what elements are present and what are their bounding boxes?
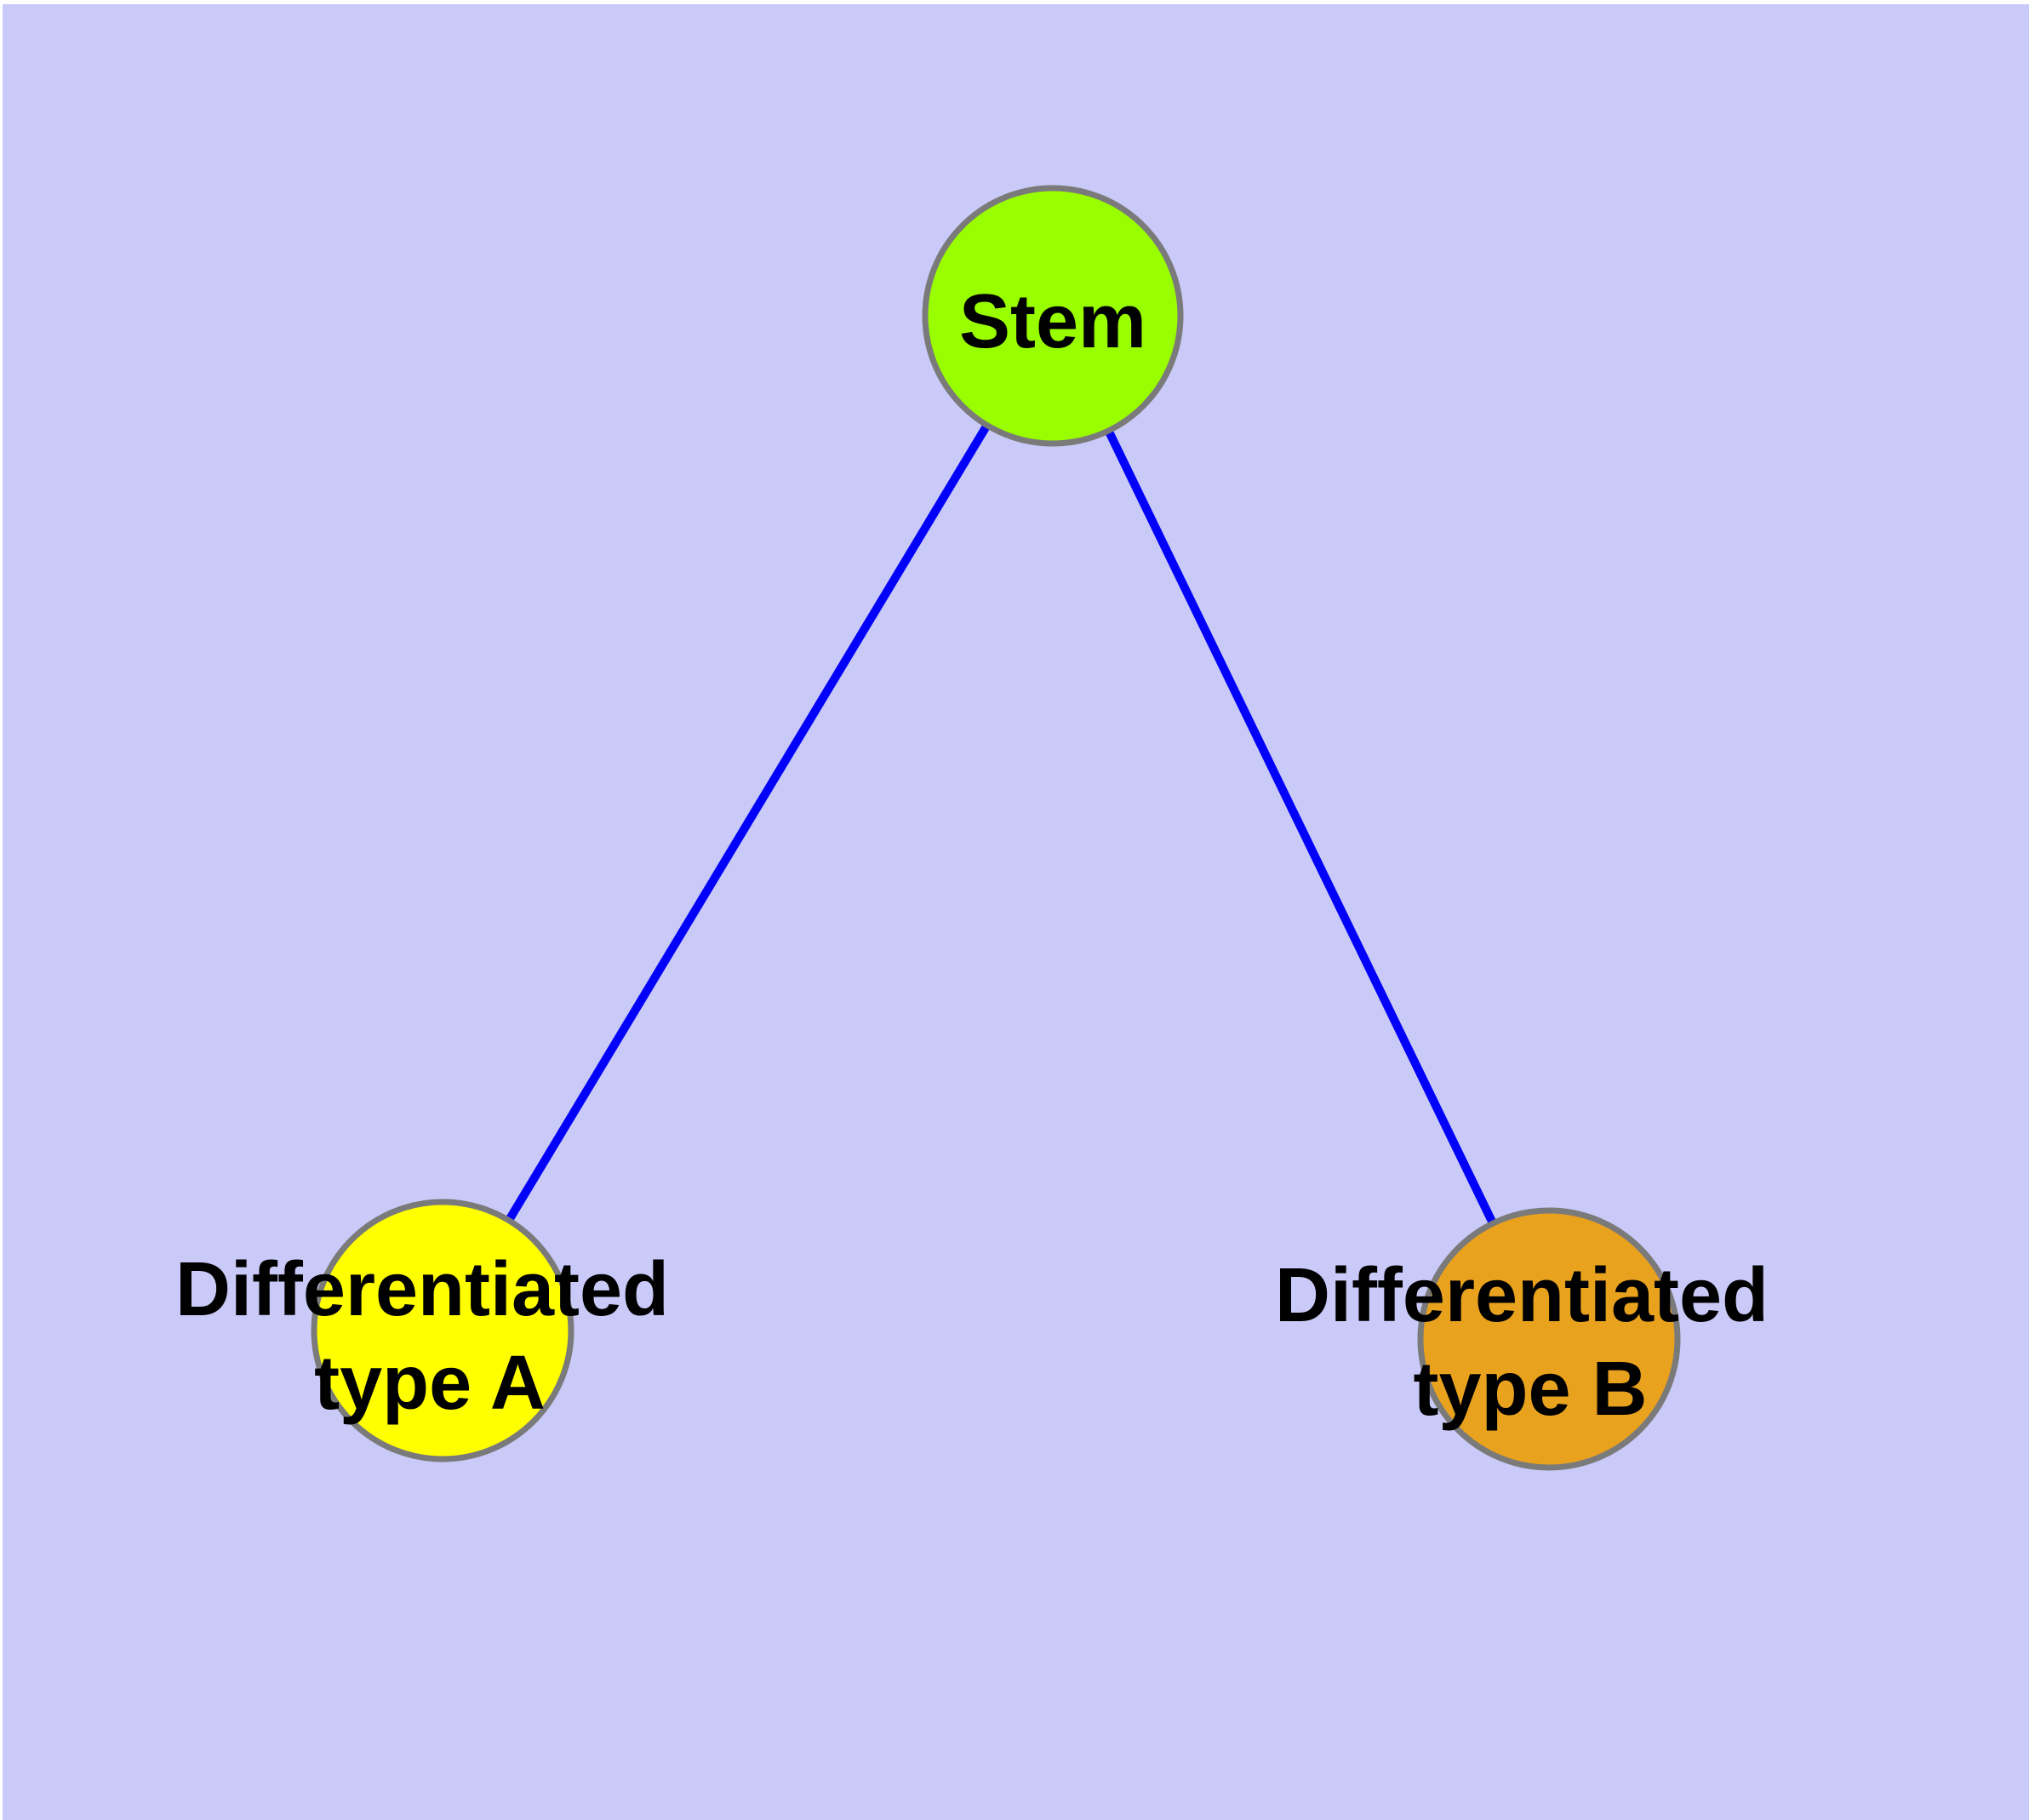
node-type-a-label-line1: Differentiated bbox=[175, 1247, 669, 1332]
node-stem-circle bbox=[922, 185, 1184, 447]
edge-stem-to-type-b bbox=[1049, 312, 1553, 1343]
node-stem-label: Stem bbox=[959, 279, 1146, 364]
node-type-b-label-line2: type B bbox=[1413, 1347, 1647, 1432]
node-type-b-label-line1: Differentiated bbox=[1275, 1253, 1769, 1338]
edge-stem-to-type-a bbox=[438, 312, 1057, 1335]
node-type-a-label-line2: type A bbox=[314, 1341, 546, 1426]
node-type-b-circle bbox=[1417, 1207, 1681, 1471]
node-type-a-circle bbox=[311, 1199, 574, 1462]
